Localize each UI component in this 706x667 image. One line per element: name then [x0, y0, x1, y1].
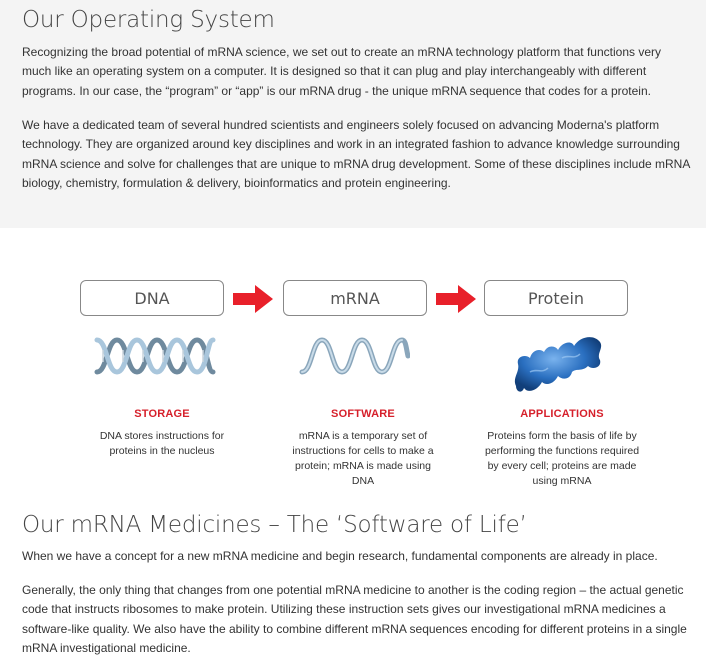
section-title: Our Operating System — [22, 7, 275, 33]
team-paragraph: We have a dedicated team of several hund… — [22, 118, 690, 190]
applications-heading: APPLICATIONS — [520, 408, 604, 420]
coding-region-paragraph: Generally, the only thing that changes f… — [22, 583, 687, 655]
section-title: Our mRNA Medicines – The ‘Software of Li… — [22, 512, 527, 538]
arrow-right-icon — [436, 285, 476, 313]
storage-heading: STORAGE — [134, 408, 190, 420]
mrna-box: mRNA — [283, 280, 427, 316]
concept-paragraph: When we have a concept for a new mRNA me… — [22, 549, 658, 563]
mrna-strand-icon — [299, 337, 410, 375]
protein-box: Protein — [484, 280, 628, 316]
dna-helix-icon — [94, 337, 216, 375]
applications-description: Proteins form the basis of life by perfo… — [484, 430, 640, 487]
dna-mrna-protein-diagram: DNA mRNA Protein — [0, 228, 706, 498]
arrow-right-icon — [233, 285, 273, 313]
operating-system-section: Our Operating System Recognizing the bro… — [0, 0, 706, 228]
software-description: mRNA is a temporary set of instructions … — [292, 430, 434, 487]
dna-box: DNA — [80, 280, 224, 316]
intro-paragraph: Recognizing the broad potential of mRNA … — [22, 45, 662, 98]
protein-icon — [514, 337, 602, 392]
software-heading: SOFTWARE — [331, 408, 395, 420]
storage-description: DNA stores instructions for proteins in … — [99, 430, 225, 457]
